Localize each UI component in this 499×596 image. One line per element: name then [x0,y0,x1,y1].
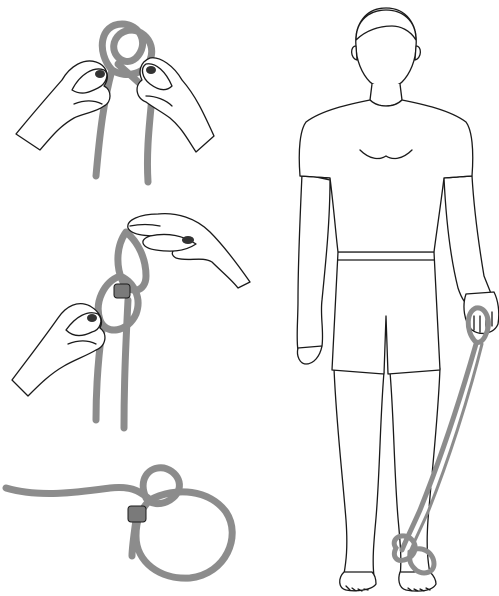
figure-left-leg [334,368,384,579]
figure-neck [370,84,402,106]
figure-head [356,8,416,87]
step-3-knot-wrap [128,506,146,522]
step-1-cord-right-tail [147,96,152,182]
figure-left-arm [297,174,330,355]
step-1-panel [16,24,214,182]
step-3-cord-short-tail [132,520,136,556]
step-3-cord-long-tail [6,487,148,498]
step-2-cord-right-tail [124,300,128,428]
step-1-left-thumbnail [95,70,105,78]
step-2-panel [12,214,250,428]
figure-right-arm [444,176,496,308]
step-3-panel [6,468,232,578]
step-2-knot-wrap [114,284,130,298]
step-2-upper-thumbnail [182,236,194,244]
step-1-right-thumbnail [146,66,156,74]
step-2-lower-thumbnail [87,314,97,322]
figure-shorts [332,252,440,374]
figure-right-foot [399,572,436,591]
figure-left-hand [297,346,322,364]
figure-left-foot [340,572,376,591]
standing-figure [297,8,499,591]
